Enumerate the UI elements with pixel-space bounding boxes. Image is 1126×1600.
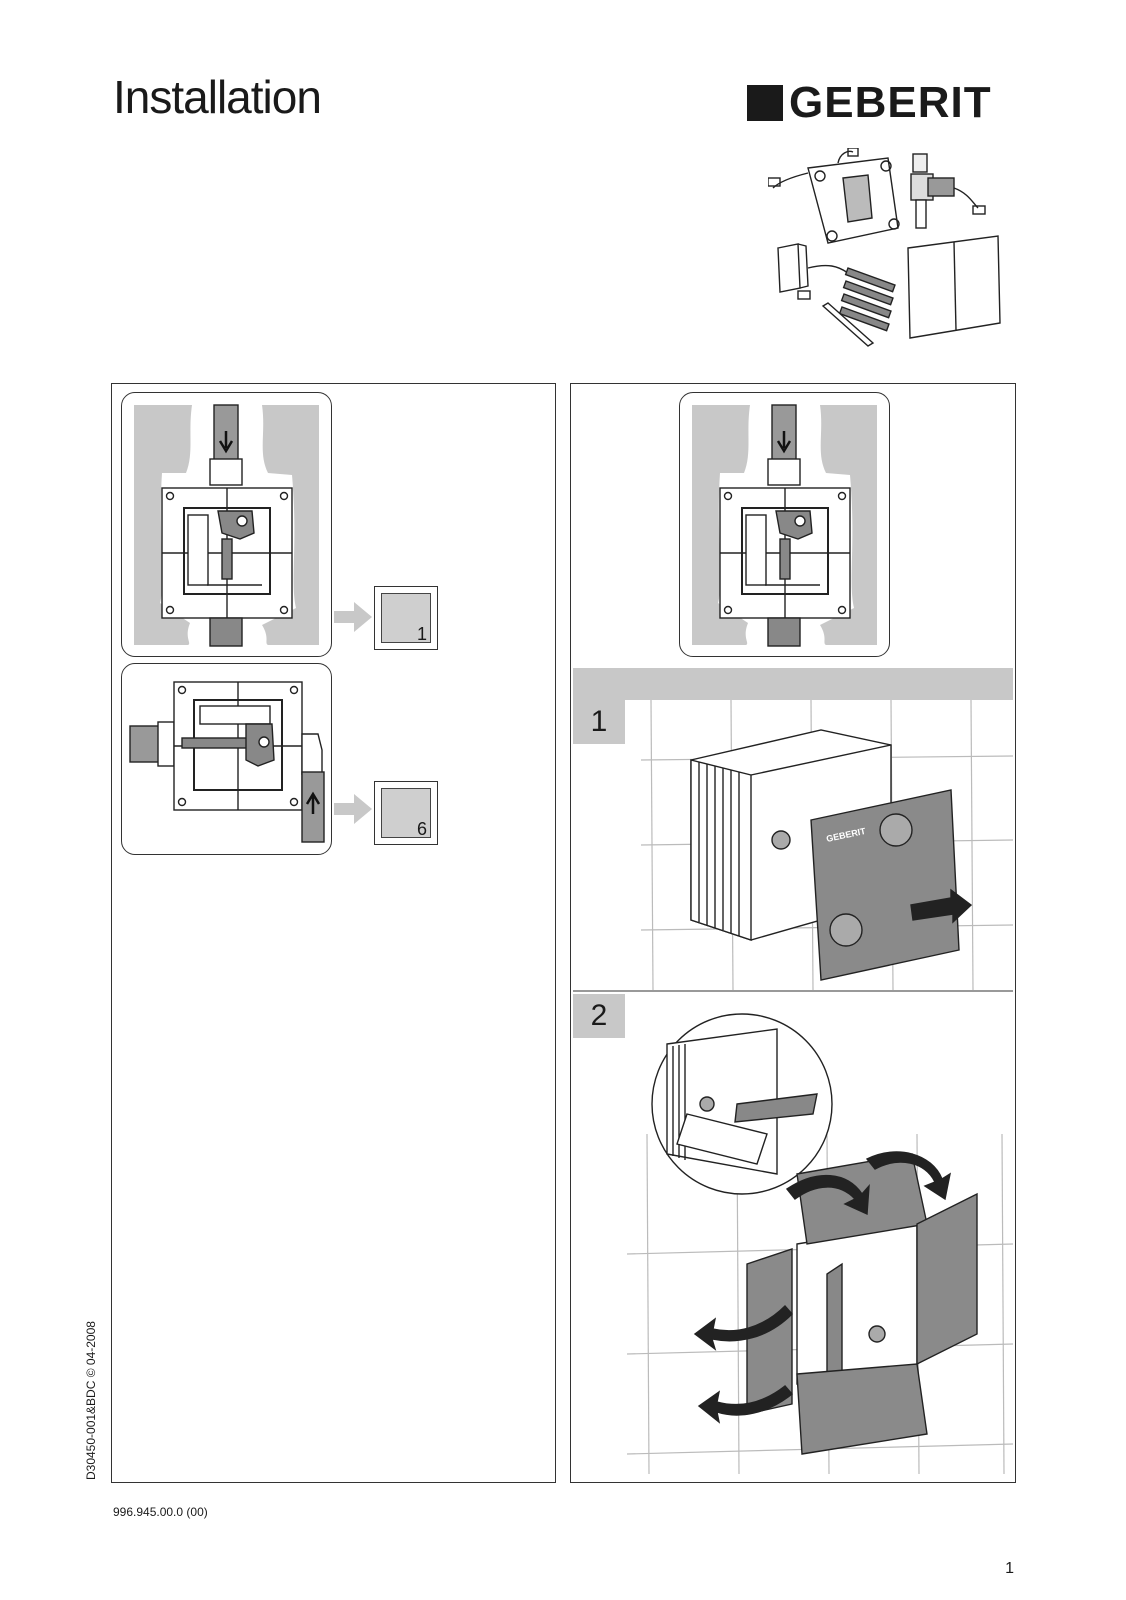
page-number: 1 xyxy=(1005,1560,1014,1577)
brand-logo: GEBERIT xyxy=(747,78,992,127)
card-supply-overview xyxy=(679,392,890,657)
page-icon xyxy=(381,593,431,643)
document-code: D30450-001&BDC © 04-2008 xyxy=(84,1321,98,1480)
page-reference-number: 6 xyxy=(416,819,427,839)
arrow-right-icon xyxy=(334,602,372,632)
step-number-2: 2 xyxy=(573,994,625,1038)
logo-text: GEBERIT xyxy=(789,78,992,127)
right-instruction-panel: 1 GEBERIT 2 xyxy=(570,383,1016,1483)
step-number-1: 1 xyxy=(573,700,625,744)
document-number: 996.945.00.0 (00) xyxy=(113,1505,208,1519)
step-1-remove-cover-illustration: GEBERIT xyxy=(641,700,1013,990)
step-2-open-flaps-illustration xyxy=(627,994,1013,1474)
card-supply-from-top xyxy=(121,392,332,657)
section-header-bar xyxy=(573,668,1013,700)
step-divider xyxy=(573,990,1013,992)
page-reference-6: 6 xyxy=(374,781,438,845)
page-icon xyxy=(381,788,431,838)
page-reference-number: 1 xyxy=(416,624,427,644)
page-reference-1: 1 xyxy=(374,586,438,650)
left-instruction-panel: 1 6 xyxy=(111,383,556,1483)
product-kit-illustration xyxy=(768,148,1008,360)
logo-square-icon xyxy=(747,85,783,121)
arrow-right-icon xyxy=(334,794,372,824)
card-supply-from-side xyxy=(121,663,332,855)
page-title: Installation xyxy=(113,71,322,123)
